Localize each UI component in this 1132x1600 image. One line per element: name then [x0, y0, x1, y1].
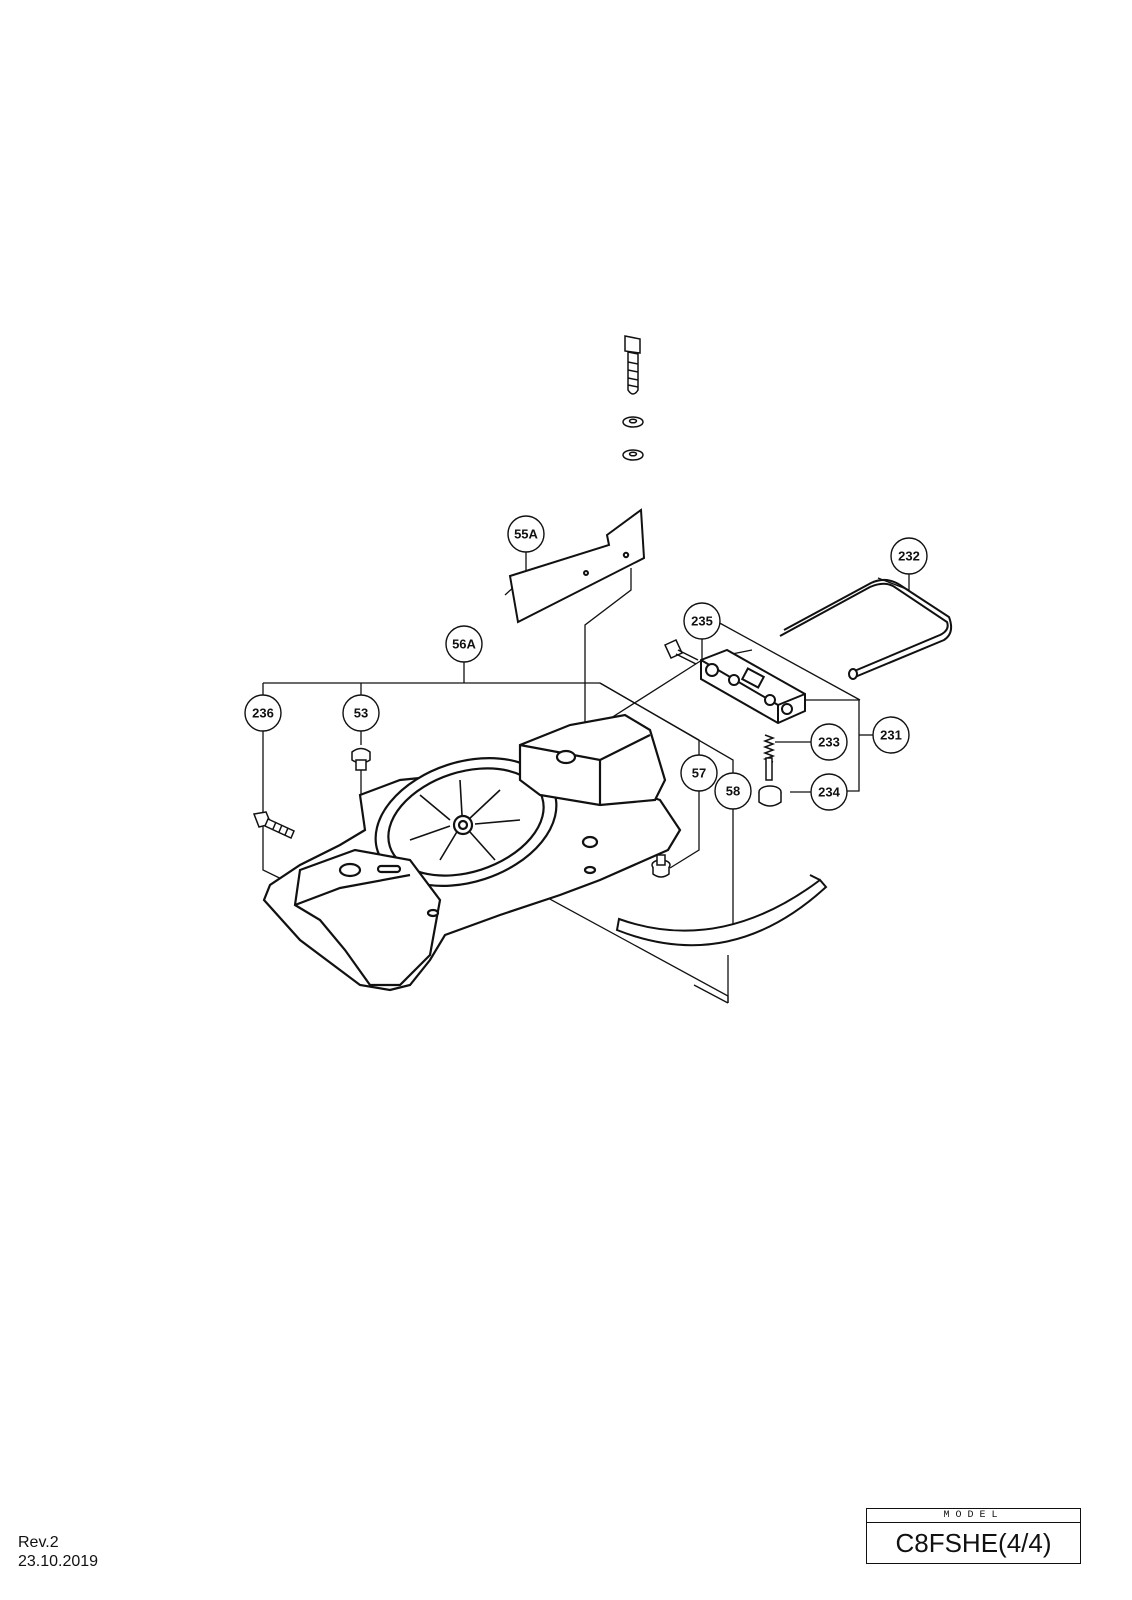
- callout-circle: [890, 537, 928, 575]
- callout-label: 235: [691, 614, 713, 629]
- callout-55a: 55A: [507, 515, 545, 553]
- callout-label: 57: [692, 766, 706, 781]
- part-58-scale: [615, 874, 828, 947]
- callout-circle: [683, 602, 721, 640]
- callout-234: 234: [810, 773, 848, 811]
- revision-label: Rev.2: [18, 1534, 59, 1551]
- part-57-bolt: [651, 854, 671, 878]
- part-bolt-top: [622, 335, 644, 461]
- callout-label: 56A: [452, 637, 476, 652]
- revision-info: Rev.2 23.10.2019: [18, 1533, 98, 1571]
- model-name: C8FSHE(4/4): [895, 1528, 1052, 1558]
- model-caption: MODEL: [867, 1509, 1080, 1523]
- callout-236: 236: [244, 694, 282, 732]
- callout-53: 53: [342, 694, 380, 732]
- callout-circle: [680, 754, 718, 792]
- callout-label: 232: [898, 549, 920, 564]
- callout-circle: [342, 694, 380, 732]
- part-236-bolt: [252, 811, 295, 840]
- part-base-turntable: [262, 713, 682, 992]
- part-235-screw: [664, 639, 699, 665]
- callout-label: 233: [818, 735, 840, 750]
- part-53-screw: [351, 747, 371, 771]
- model-box: MODEL C8FSHE(4/4): [866, 1508, 1081, 1564]
- revision-date: 23.10.2019: [18, 1553, 99, 1570]
- callout-label: 55A: [514, 527, 538, 542]
- callout-circle: [507, 515, 545, 553]
- callout-232: 232: [890, 537, 928, 575]
- callout-label: 58: [726, 784, 740, 799]
- callout-label: 53: [354, 706, 368, 721]
- callout-circle: [244, 694, 282, 732]
- part-sub-fence: [508, 508, 646, 624]
- part-holder-rod: [779, 579, 953, 680]
- callout-circle: [714, 772, 752, 810]
- callout-235: 235: [683, 602, 721, 640]
- callout-circle: [445, 625, 483, 663]
- callout-231: 231: [872, 716, 910, 754]
- callout-label: 231: [880, 728, 902, 743]
- part-234-knob: [758, 757, 782, 807]
- callout-58: 58: [714, 772, 752, 810]
- part-holder-block: [700, 648, 806, 725]
- callouts: 55A 232 235 56A 236 53 231 233 57 58 234: [244, 515, 928, 811]
- callout-56a: 56A: [445, 625, 483, 663]
- callout-label: 236: [252, 706, 274, 721]
- callout-circle: [810, 773, 848, 811]
- callout-circle: [810, 723, 848, 761]
- callout-57: 57: [680, 754, 718, 792]
- callout-233: 233: [810, 723, 848, 761]
- callout-circle: [872, 716, 910, 754]
- callout-label: 234: [818, 785, 840, 800]
